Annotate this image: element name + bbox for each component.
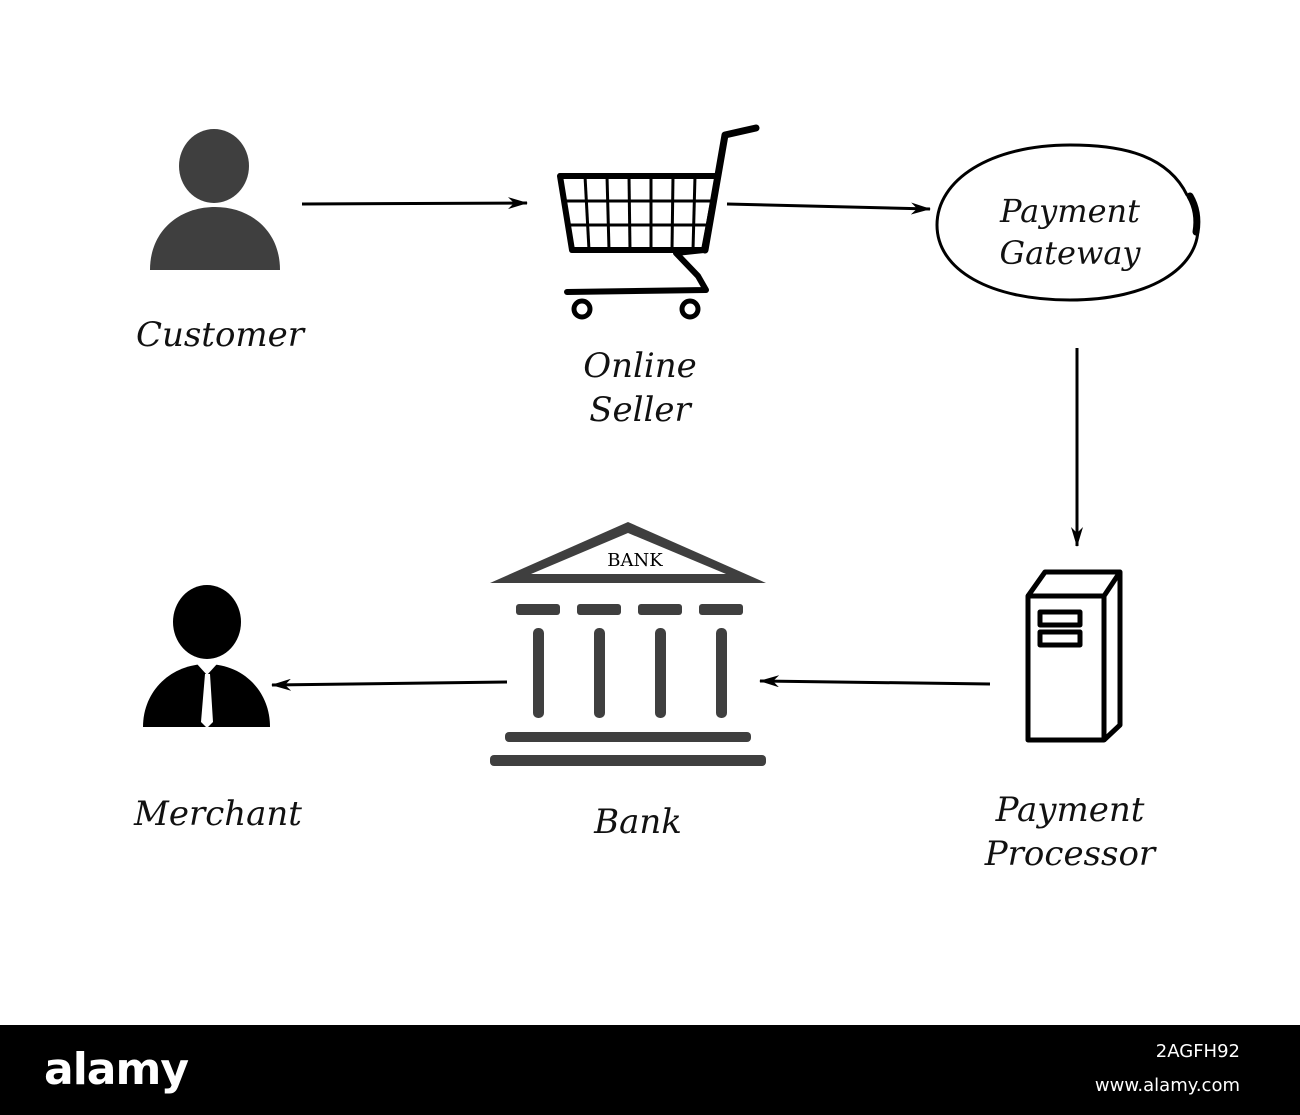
payment-processor-label: Payment Processor [950,788,1190,876]
arrow-customer-to-seller [301,197,528,210]
online-seller-label-line1: Online [583,346,697,386]
online-seller-label: Online Seller [520,344,760,432]
arrow-bank-to-merchant [271,678,508,691]
shopping-cart-icon [557,124,760,320]
image-id-text: 2AGFH92 [1155,1041,1240,1062]
ellipse-outline [935,143,1201,302]
payment-gateway-label-line1: Payment [1000,192,1140,230]
businessman-icon [143,585,270,728]
payment-gateway-label-line2: Gateway [999,234,1141,272]
payment-processor-label-line1: Payment [995,790,1145,830]
arrow-processor-to-bank [759,675,991,688]
merchant-label: Merchant [134,794,302,834]
bank-building-icon: BANK [490,522,766,766]
arrow-seller-to-gateway [726,202,931,215]
person-icon [150,129,280,270]
payment-gateway-label: Payment Gateway [950,190,1190,274]
payment-processor-label-line2: Processor [984,834,1156,874]
site-url-text: www.alamy.com [1094,1075,1240,1096]
payment-flow-diagram: BANK Cu [134,124,1201,876]
bank-label: Bank [594,802,682,842]
watermark-footer: alamy 2AGFH92 www.alamy.com [0,1025,1300,1115]
online-seller-label-line2: Seller [589,390,691,430]
server-icon [1025,569,1123,743]
customer-label: Customer [135,315,305,355]
diagram-canvas: BANK [143,124,1201,766]
bank-sign-text: BANK [607,550,663,571]
alamy-logo: alamy [44,1044,189,1095]
